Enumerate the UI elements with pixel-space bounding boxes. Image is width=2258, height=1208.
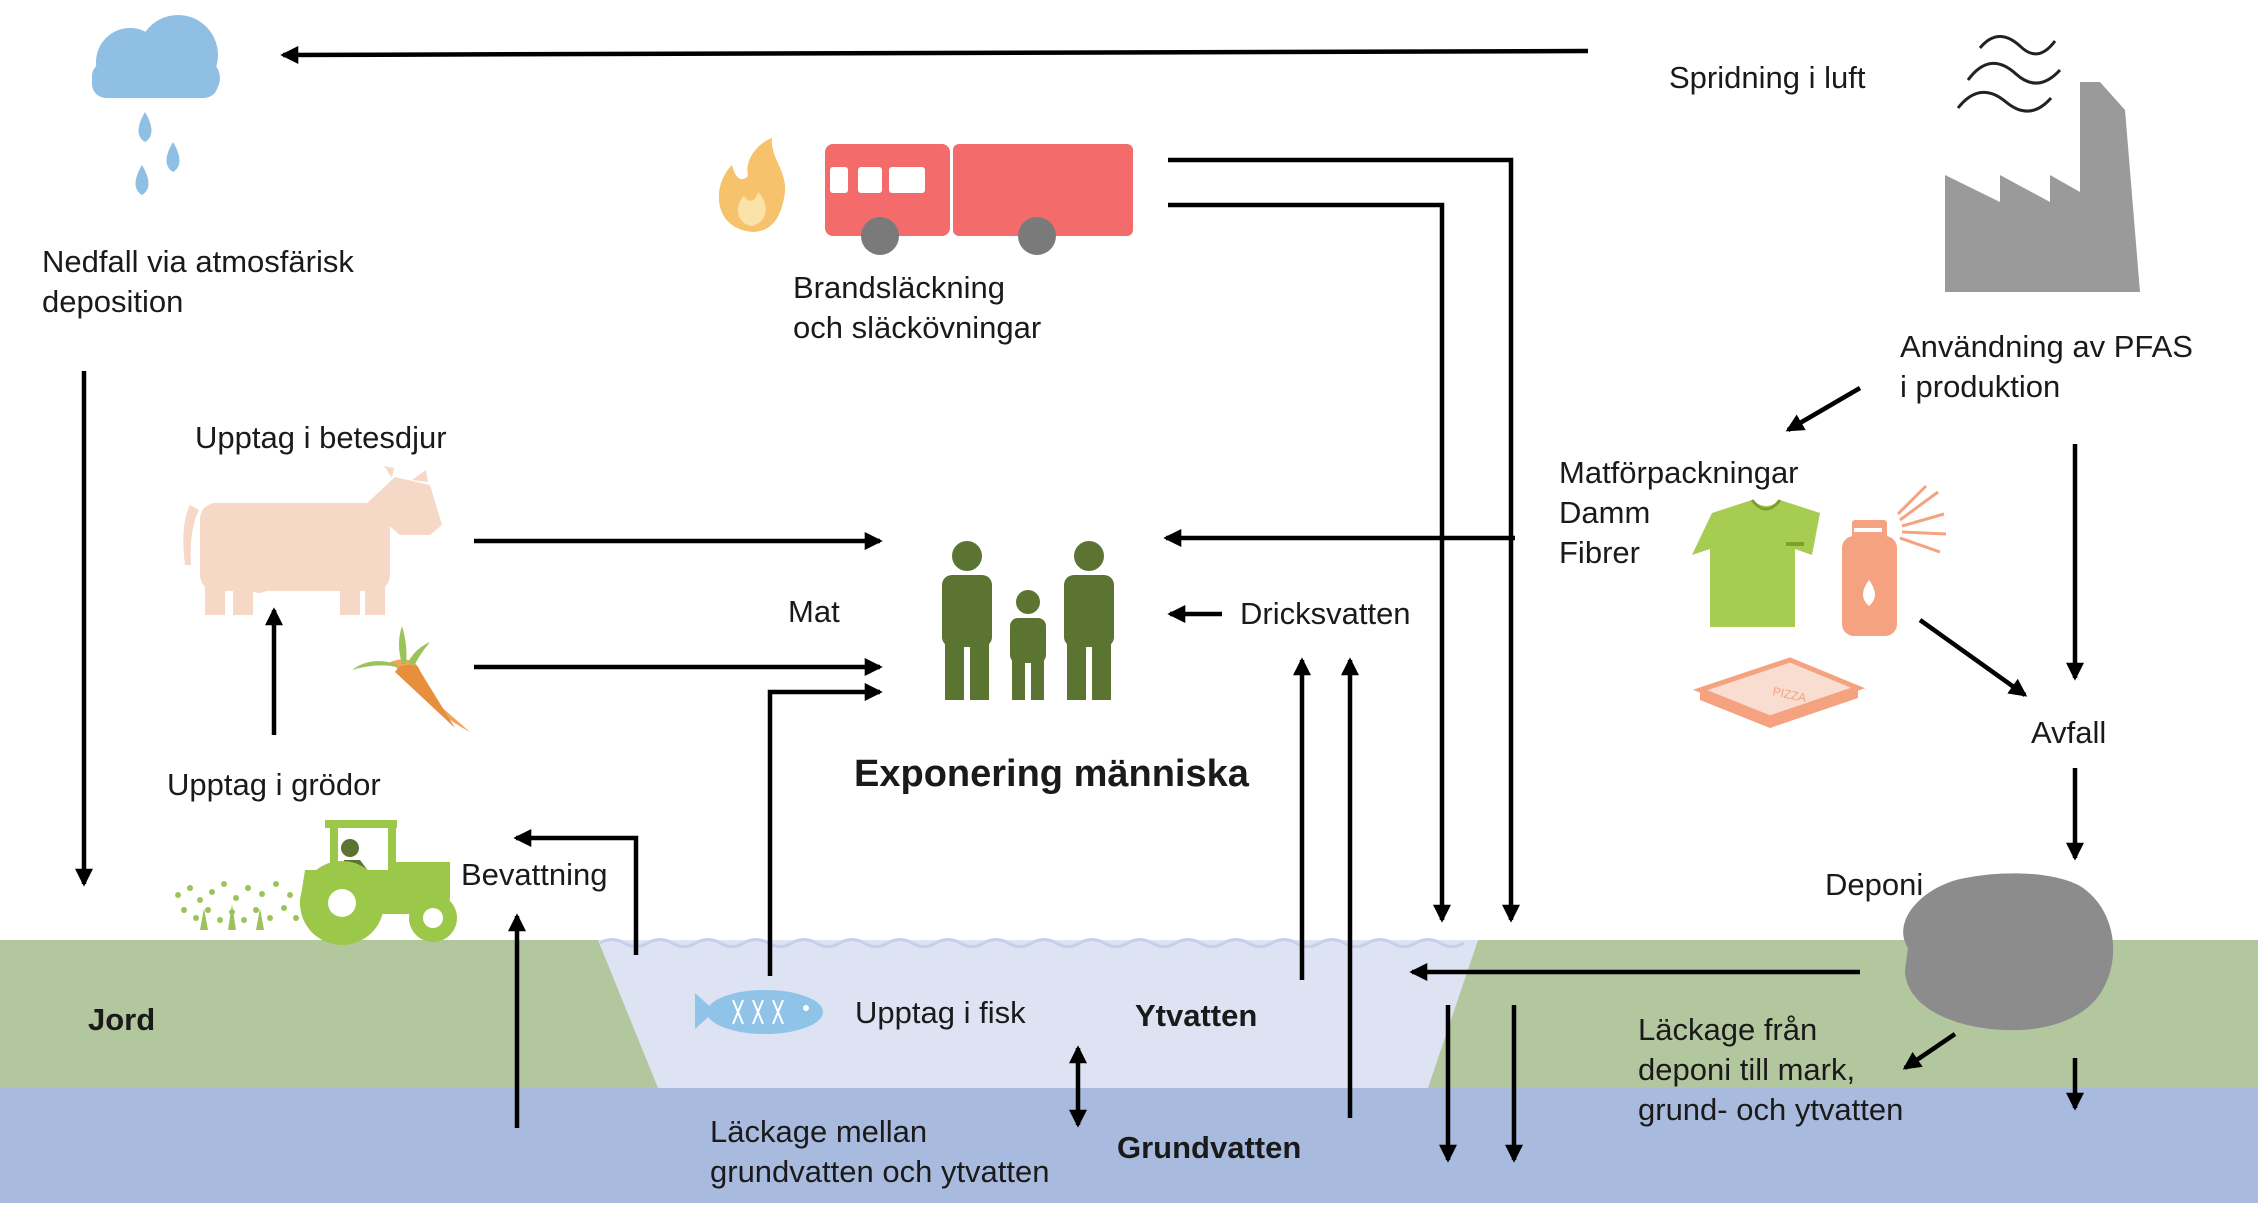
water-surface-wave — [599, 938, 1465, 948]
label-atmospheric-deposition-line-1: Nedfall via atmosfärisk — [42, 244, 354, 279]
label-fish-uptake: Upptag i fisk — [855, 995, 1026, 1030]
arrow-firefighting-to-surface-water-b — [1168, 202, 1451, 923]
label-landfill-leakage: Läckage från deponi till mark, grund- oc… — [1638, 1010, 1903, 1130]
label-livestock-uptake: Upptag i betesdjur — [195, 420, 447, 455]
tractor-icon — [300, 820, 457, 945]
factory-icon — [1945, 35, 2140, 292]
label-atmospheric-deposition-line-2: deposition — [42, 284, 184, 319]
label-gw-sw-leakage: Läckage mellan grundvatten och ytvatten — [710, 1112, 1050, 1192]
arrow-products-to-waste — [1918, 618, 2028, 697]
label-food: Mat — [788, 594, 840, 629]
tshirt-icon — [1692, 499, 1820, 627]
arrow-air-to-cloud — [280, 45, 1589, 64]
label-pfas-use-line-2: i produktion — [1900, 369, 2061, 404]
arrow-leakage-to-label — [1902, 1032, 1957, 1070]
label-air-spread: Spridning i luft — [1669, 60, 1866, 95]
fire-icon — [718, 138, 786, 232]
fire-truck-icon — [825, 144, 1133, 255]
arrow-irrigation-surface-water — [513, 829, 639, 955]
soil-layer-left — [0, 940, 658, 1088]
label-soil: Jord — [88, 1002, 156, 1037]
groundwater-layer — [0, 1088, 2258, 1203]
label-landfill-leakage-line-2: deponi till mark, — [1638, 1052, 1856, 1087]
rain-cloud-icon — [92, 15, 220, 195]
label-firefighting-line-1: Brandsläckning — [793, 270, 1005, 305]
people-icon — [942, 541, 1114, 700]
fish-icon — [695, 990, 823, 1034]
label-firefighting-line-2: och släckövningar — [793, 310, 1042, 345]
crops-icon — [175, 881, 299, 930]
label-landfill: Deponi — [1825, 867, 1924, 902]
label-consumer-products-line-1: Matförpackningar — [1559, 455, 1799, 490]
label-pfas-use-line-1: Användning av PFAS — [1900, 329, 2193, 364]
label-atmospheric-deposition: Nedfall via atmosfärisk deposition — [42, 242, 354, 322]
label-irrigation: Bevattning — [461, 857, 608, 892]
label-human-exposure: Exponering människa — [854, 753, 1249, 795]
pizza-box-text: PIZZA — [1771, 684, 1807, 705]
carrot-icon — [352, 626, 470, 732]
landfill-icon — [1903, 873, 2114, 1031]
arrow-fish-to-human — [767, 683, 883, 976]
label-gw-sw-leakage-line-2: grundvatten och ytvatten — [710, 1154, 1050, 1189]
label-consumer-products-line-2: Damm — [1559, 495, 1651, 530]
arrow-pfas-to-products — [1785, 386, 1862, 432]
label-drinking-water: Dricksvatten — [1240, 596, 1411, 631]
label-landfill-leakage-line-3: grund- och ytvatten — [1638, 1092, 1904, 1127]
label-consumer-products-line-3: Fibrer — [1559, 535, 1640, 570]
label-pfas-use: Användning av PFAS i produktion — [1900, 327, 2193, 407]
pizza-box-icon: PIZZA — [1692, 657, 1866, 728]
label-landfill-leakage-line-1: Läckage från — [1638, 1012, 1818, 1047]
flow-arrows — [75, 45, 2084, 1163]
cow-icon — [183, 466, 442, 615]
label-firefighting: Brandsläckning och släckövningar — [793, 268, 1041, 348]
arrow-firefighting-to-surface-water-a — [1168, 157, 1520, 923]
label-gw-sw-leakage-line-1: Läckage mellan — [710, 1114, 928, 1149]
label-surface-water: Ytvatten — [1135, 998, 1258, 1033]
label-groundwater: Grundvatten — [1117, 1130, 1302, 1165]
label-consumer-products: Matförpackningar Damm Fibrer — [1559, 453, 1799, 573]
spray-bottle-icon — [1842, 484, 1947, 636]
label-crop-uptake: Upptag i grödor — [167, 767, 381, 802]
label-waste: Avfall — [2031, 715, 2107, 750]
